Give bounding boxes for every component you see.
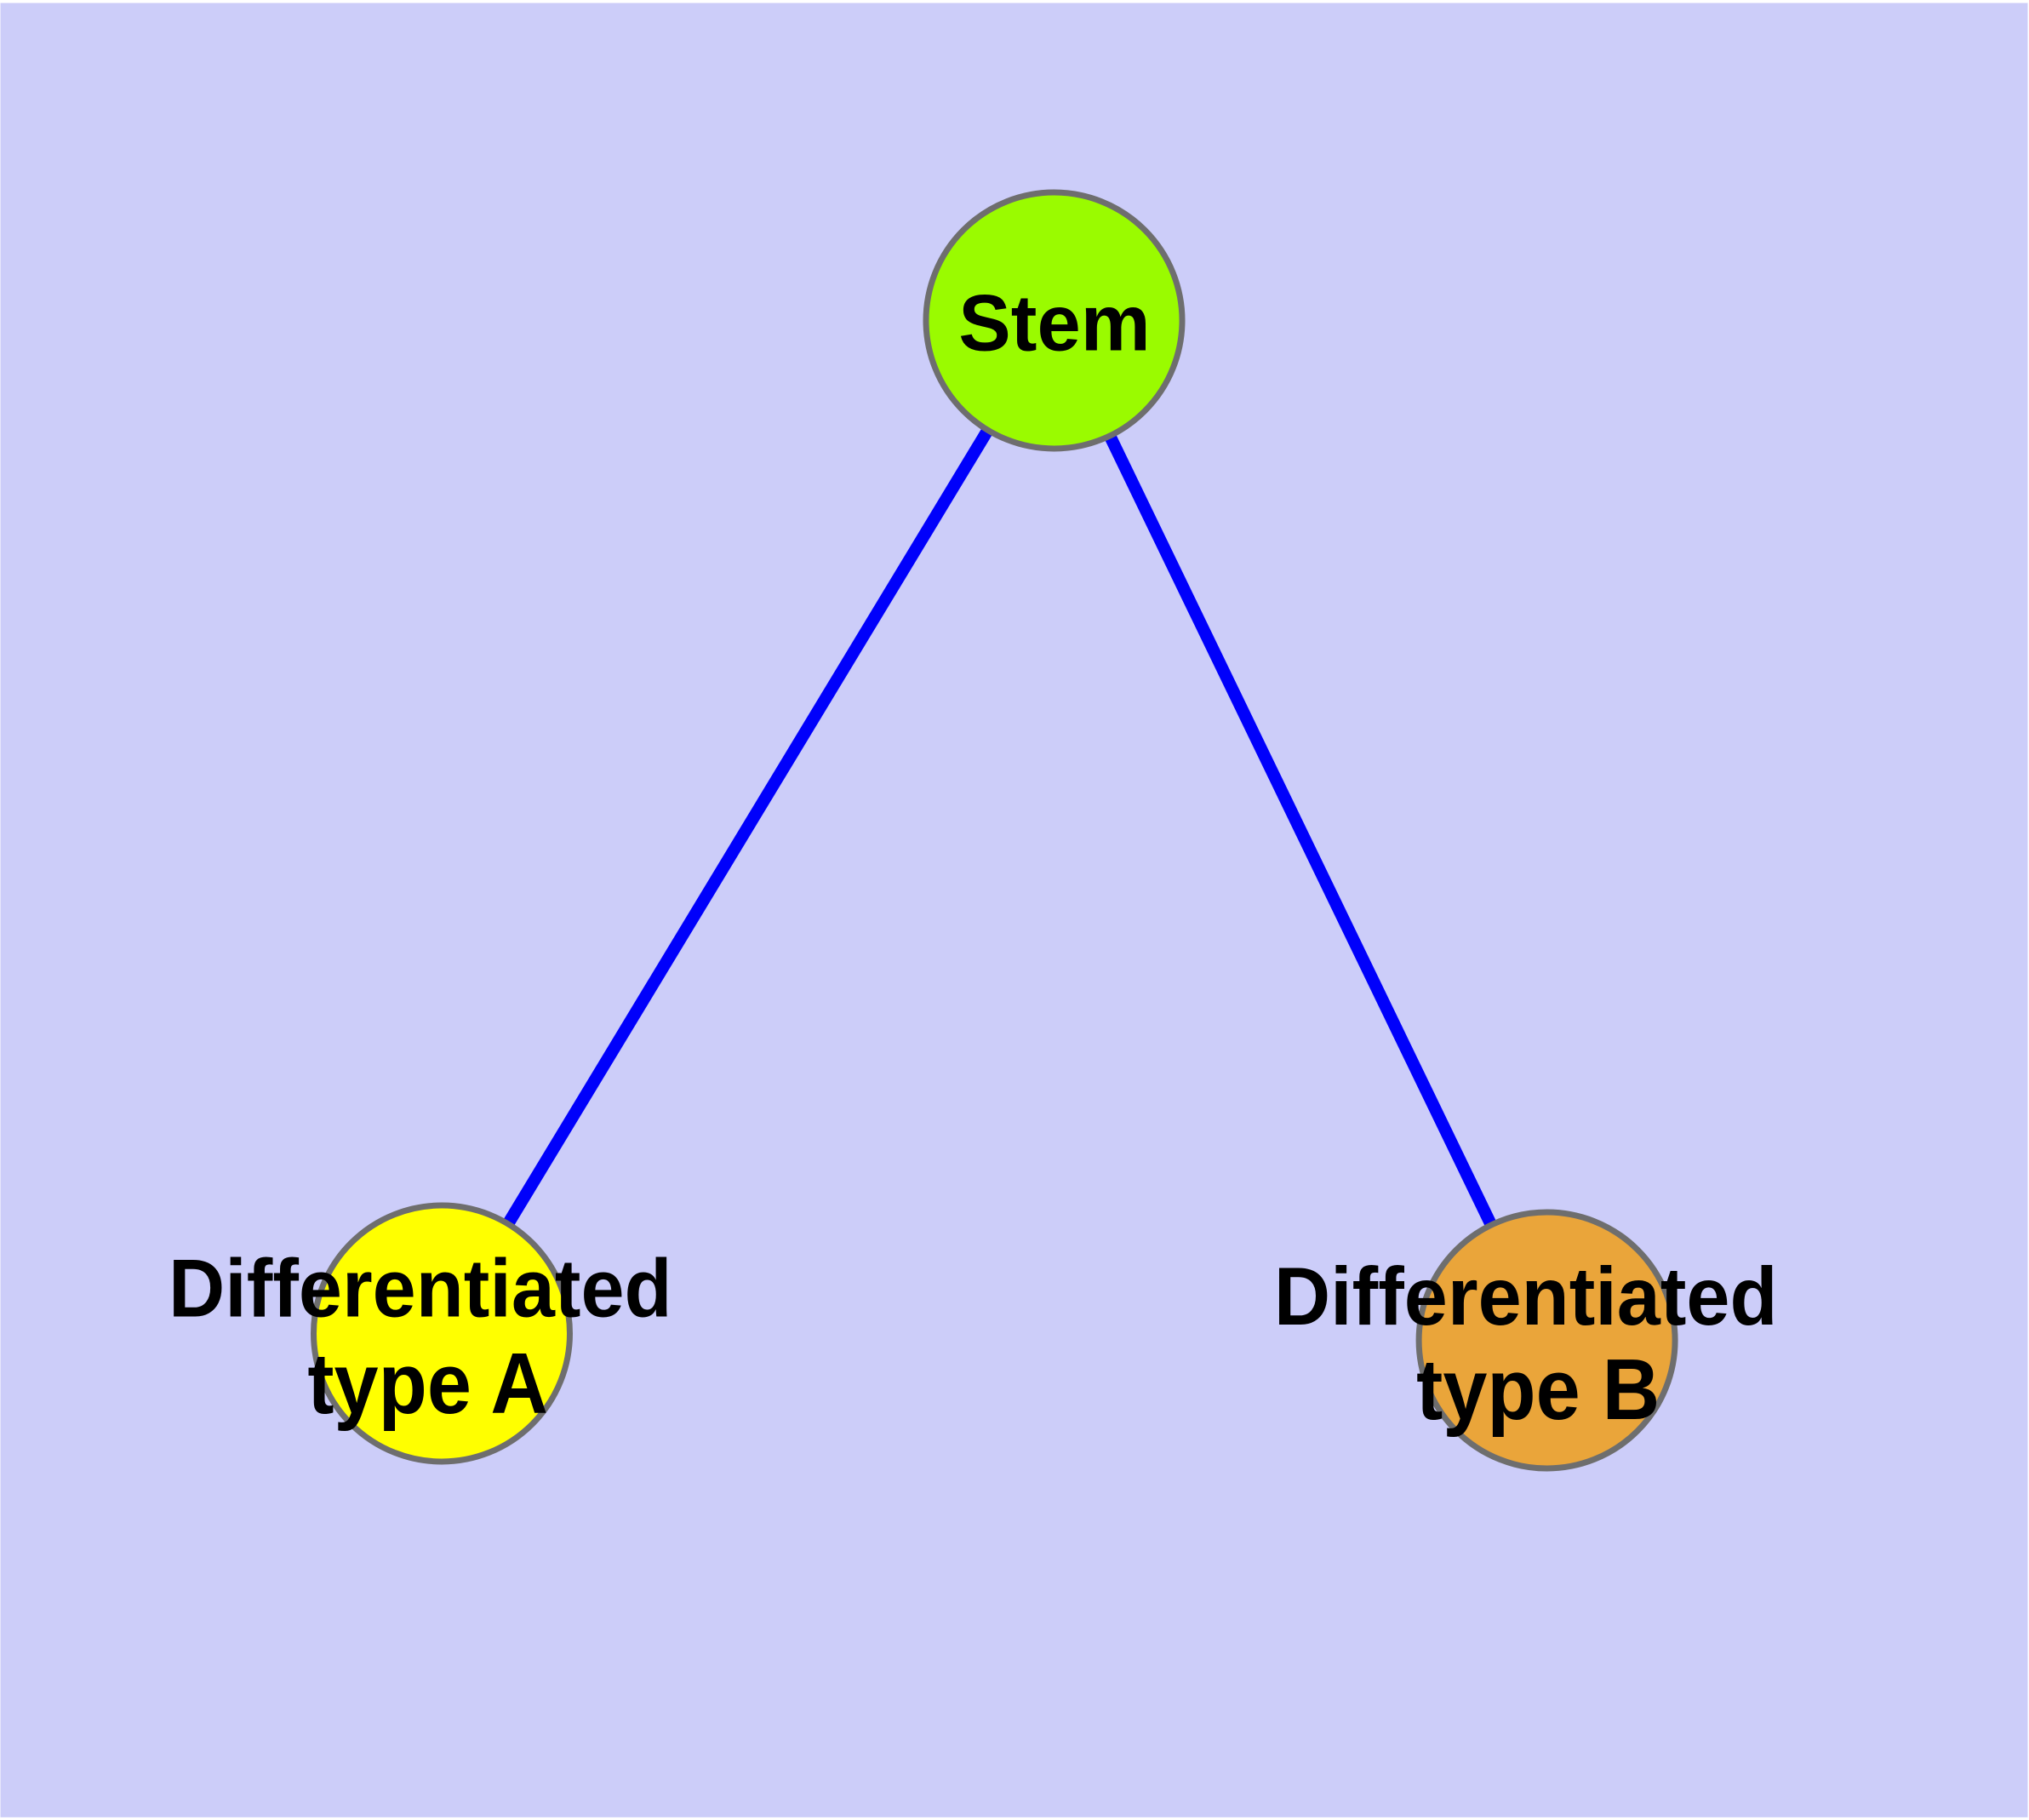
svg-text:Differentiated: Differentiated [169,1242,672,1334]
svg-text:type A: type A [307,1336,548,1432]
svg-text:type B: type B [1416,1342,1660,1438]
svg-text:Differentiated: Differentiated [1274,1251,1778,1342]
svg-text:Stem: Stem [958,278,1150,368]
